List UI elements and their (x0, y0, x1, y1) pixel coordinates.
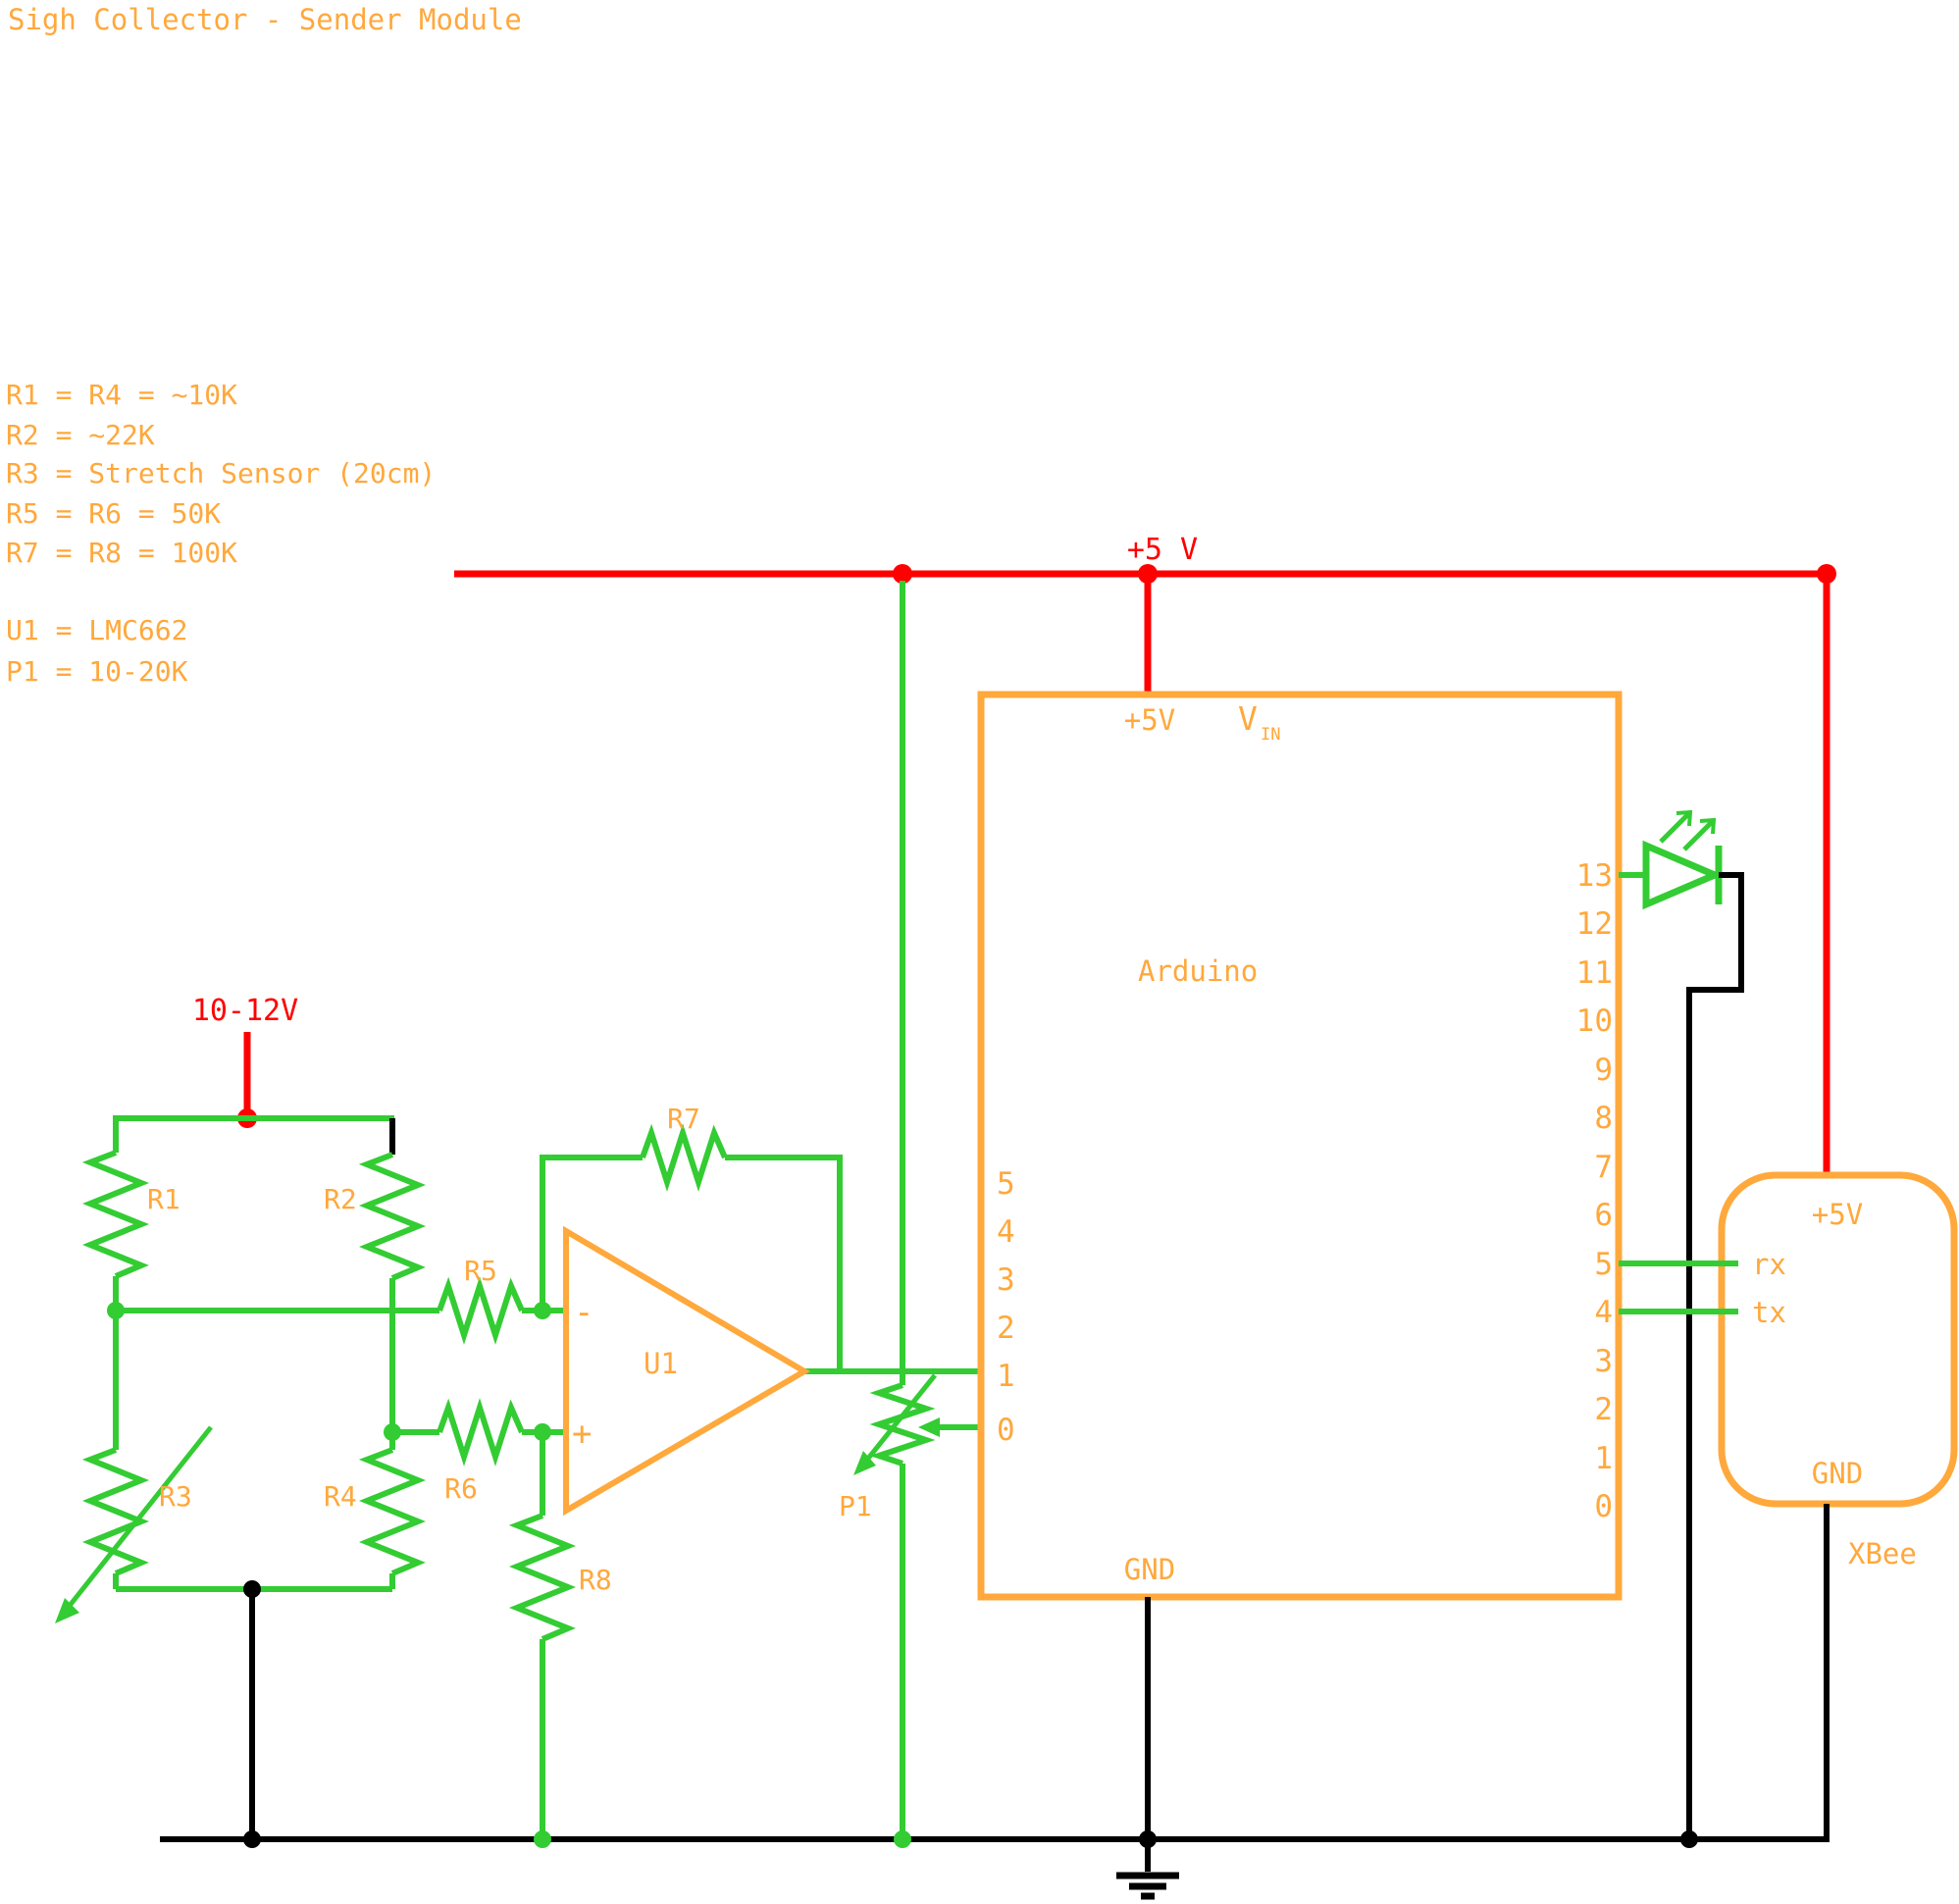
arduino-left-pin: 0 (997, 1413, 1015, 1448)
r4-label: R4 (324, 1480, 357, 1513)
p1-variable-arrow (865, 1373, 937, 1462)
note-line: R7 = R8 = 100K (6, 537, 237, 569)
title-block: Sigh Collector - Sender Module (8, 3, 522, 36)
page-title: Sigh Collector - Sender Module (8, 3, 522, 36)
xbee-5v-pin-label: +5V (1812, 1198, 1863, 1231)
resistor-r4 (358, 1447, 427, 1576)
arduino-right-pin: 7 (1594, 1150, 1613, 1185)
xbee-rx-pin-label: rx (1752, 1248, 1786, 1281)
arduino-right-pin: 6 (1594, 1198, 1613, 1233)
led-ground-wire (1686, 872, 1744, 1839)
junction-dot (243, 1830, 261, 1848)
bridge-top-rail (113, 1115, 394, 1153)
arduino-right-pin: 0 (1594, 1489, 1613, 1524)
p1-label: P1 (839, 1490, 872, 1522)
xbee-tx-pin-label: tx (1752, 1296, 1786, 1329)
arduino-right-pin: 12 (1576, 906, 1613, 942)
xbee-name-label: XBee (1848, 1537, 1917, 1570)
amplifier: - + U1 R5 R6 R7 R8 (116, 1103, 981, 1839)
sensor-bridge: R1 R2 R3 R4 (55, 1115, 427, 1623)
arduino-right-pin: 3 (1594, 1344, 1613, 1379)
power-rails: +5 V 10-12V (192, 533, 1836, 1175)
feedback-return-wire (725, 1155, 843, 1371)
arduino-right-pin: 4 (1594, 1295, 1613, 1330)
opamp-triangle (563, 1225, 810, 1517)
resistor-r5 (437, 1276, 525, 1345)
note-line: R3 = Stretch Sensor (20cm) (6, 457, 436, 489)
arduino-left-pin: 3 (997, 1262, 1015, 1298)
led-light-arrowhead (1699, 817, 1717, 835)
opamp-plus-sign: + (572, 1415, 592, 1454)
arduino-module: +5V V IN Arduino GND 5 4 3 2 1 0 13 12 1… (977, 691, 1623, 1601)
resistor-r2 (358, 1152, 427, 1281)
arduino-5v-pin-label: +5V (1124, 703, 1175, 737)
r2-label: R2 (324, 1183, 357, 1215)
arduino-right-pin: 8 (1594, 1101, 1613, 1136)
led-triangle (1642, 840, 1724, 910)
xbee-module: +5V rx tx GND XBee (1619, 1171, 1958, 1839)
junction-dot (1139, 1830, 1157, 1848)
resistor-r8 (508, 1513, 577, 1642)
led-light-arrowhead (1675, 809, 1693, 827)
note-line: U1 = LMC662 (6, 614, 187, 646)
resistor-r7 (640, 1123, 728, 1192)
led-indicator (1619, 809, 1744, 1839)
resistor-r3 (81, 1447, 150, 1576)
junction-dot (534, 1423, 551, 1441)
junction-dot (534, 1302, 551, 1319)
arduino-name-label: Arduino (1138, 954, 1258, 988)
plus5v-rail-label: +5 V (1127, 533, 1198, 567)
r3-variable-arrow (67, 1425, 213, 1609)
junction-dot (1817, 564, 1836, 584)
junction-dot (1680, 1830, 1698, 1848)
p1-arrowhead (853, 1451, 876, 1475)
component-notes: R1 = R4 = ~10K R2 = ~22K R3 = Stretch Se… (6, 379, 436, 688)
arduino-left-pin: 1 (997, 1359, 1015, 1394)
note-line: P1 = 10-20K (6, 655, 188, 688)
arduino-right-pin: 13 (1576, 858, 1613, 894)
r8-label: R8 (579, 1564, 612, 1596)
arduino-box (977, 691, 1623, 1601)
note-line: R5 = R6 = 50K (6, 497, 221, 530)
note-line: R2 = ~22K (6, 419, 155, 451)
opamp-minus-sign: - (574, 1293, 593, 1332)
r7-label: R7 (667, 1103, 700, 1135)
arduino-right-pin: 10 (1576, 1003, 1613, 1039)
arduino-left-pin: 2 (997, 1311, 1015, 1346)
junction-dot (1138, 564, 1158, 584)
r6-label: R6 (444, 1472, 478, 1505)
xbee-box (1718, 1171, 1958, 1508)
r1-label: R1 (147, 1183, 180, 1215)
p1-wiper-arrowhead (918, 1417, 940, 1437)
r3-label: R3 (159, 1480, 192, 1513)
arduino-right-pin: 5 (1594, 1247, 1613, 1282)
p1-resistor (869, 1382, 936, 1467)
xbee-gnd-pin-label: GND (1812, 1457, 1863, 1490)
arduino-right-pin: 9 (1594, 1053, 1613, 1088)
arduino-vin-pin-label: V (1238, 699, 1258, 738)
arduino-left-pin: 5 (997, 1166, 1015, 1202)
potentiometer-p1: P1 (839, 581, 981, 1839)
r5-label: R5 (464, 1255, 497, 1287)
junction-dot (894, 1830, 911, 1848)
led-light-arrow (1659, 810, 1692, 844)
led-light-arrow (1682, 818, 1716, 851)
arduino-right-pin: 1 (1594, 1441, 1613, 1476)
feedback-wire (540, 1155, 643, 1311)
resistor-r6 (437, 1398, 525, 1467)
bridge-supply-label: 10-12V (192, 994, 298, 1028)
arduino-gnd-pin-label: GND (1124, 1553, 1175, 1586)
junction-dot (893, 564, 912, 584)
junction-dot (534, 1830, 551, 1848)
arduino-right-pin: 11 (1576, 955, 1613, 991)
arduino-left-pin: 4 (997, 1214, 1015, 1250)
note-line: R1 = R4 = ~10K (6, 379, 237, 411)
resistor-r1 (81, 1150, 150, 1279)
ground-network (160, 1589, 1830, 1900)
arduino-vin-subscript: IN (1261, 725, 1280, 745)
r3-arrowhead (55, 1598, 79, 1623)
u1-label: U1 (644, 1347, 678, 1380)
arduino-right-pin: 2 (1594, 1392, 1613, 1427)
